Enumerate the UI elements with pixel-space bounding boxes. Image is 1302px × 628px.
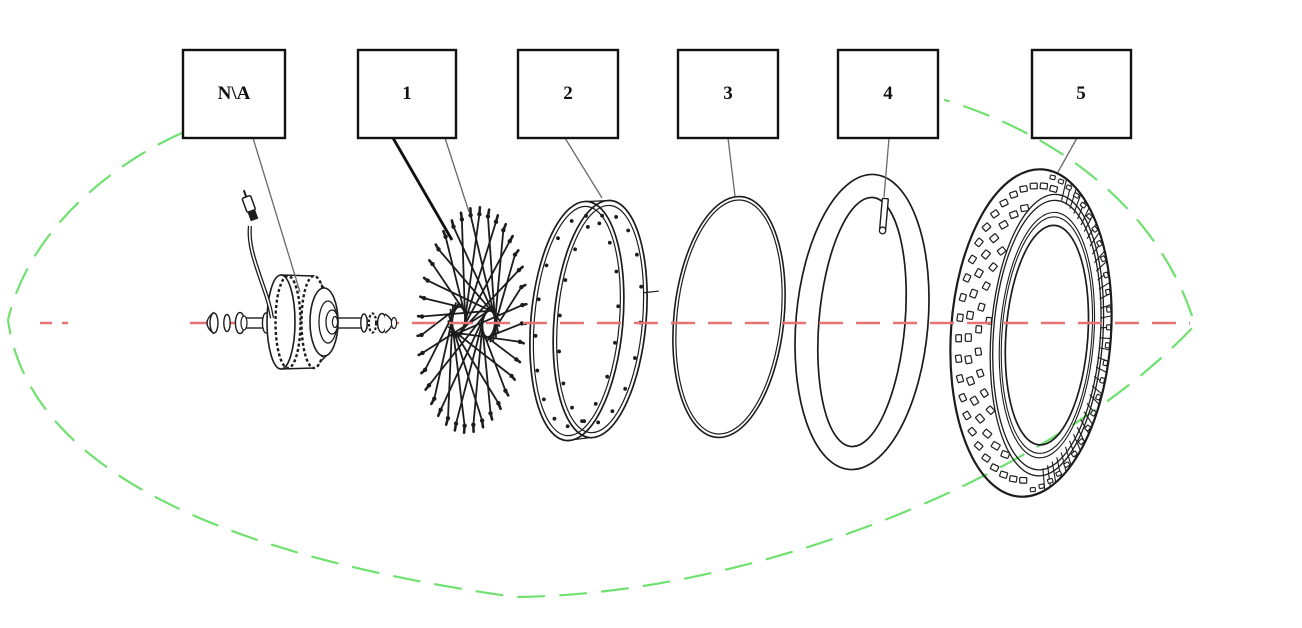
spoke-set — [416, 205, 528, 435]
washer-left — [223, 313, 231, 333]
tire — [949, 168, 1113, 498]
leader-3 — [727, 137, 736, 197]
rim-seam-mark — [643, 290, 659, 294]
leader-1b — [444, 137, 470, 213]
leader-na — [252, 137, 301, 293]
leader-4 — [883, 137, 890, 198]
part-label-3: 3 — [676, 48, 780, 140]
leader-1-emphasис — [391, 137, 454, 241]
motor-drum — [266, 274, 339, 370]
leader-2 — [564, 137, 603, 199]
part-label-3-text: 3 — [723, 83, 733, 104]
rim — [529, 199, 659, 442]
detail-boundary-ellipse — [6, 98, 1197, 599]
part-label-4: 4 — [836, 48, 940, 140]
part-label-1: 1 — [356, 48, 458, 140]
power-cable — [241, 189, 275, 319]
part-label-2: 2 — [516, 48, 620, 140]
part-label-4-text: 4 — [883, 83, 893, 104]
hub-motor-assembly — [206, 189, 398, 370]
flange-nut-left — [234, 311, 248, 335]
valve-stem — [878, 197, 889, 235]
cable-connector — [241, 189, 259, 222]
part-label-2-text: 2 — [563, 83, 573, 104]
washer-right — [360, 313, 368, 333]
leader-lines — [252, 137, 1078, 293]
part-label-5-text: 5 — [1076, 83, 1086, 104]
part-label-na: N\A — [181, 48, 287, 140]
part-labels: N\A 1 2 3 4 5 — [181, 48, 1133, 140]
part-label-1-text: 1 — [402, 83, 412, 104]
inner-tube — [794, 173, 930, 471]
tire-bead-opening — [1004, 224, 1090, 446]
lock-washer-right — [367, 312, 378, 334]
part-label-5: 5 — [1030, 48, 1133, 140]
part-label-na-text: N\A — [218, 83, 251, 104]
rim-strip — [672, 195, 786, 439]
axle-nut-right — [376, 312, 398, 334]
leader-5 — [1057, 137, 1078, 173]
axle-nut-left — [206, 311, 219, 335]
